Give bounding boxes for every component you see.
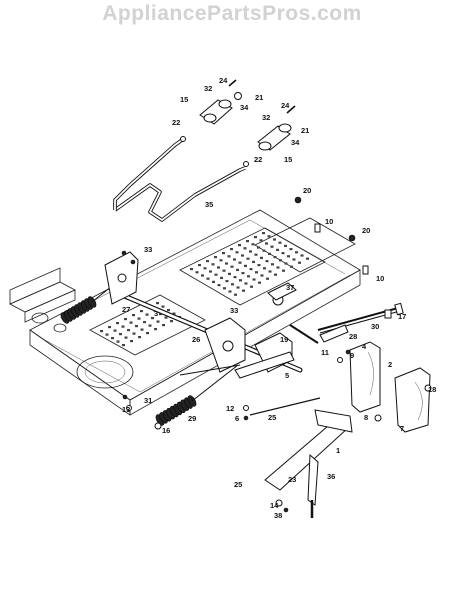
callout-18: 18 <box>428 385 436 394</box>
callout-2: 2 <box>388 360 392 369</box>
upper-pivot-left <box>180 79 242 142</box>
callout-8: 8 <box>364 413 368 422</box>
deck-cutouts <box>31 312 134 389</box>
lift-handle <box>113 138 246 222</box>
link-5 <box>234 351 295 379</box>
callout-4: 4 <box>362 342 367 351</box>
callout-21-2: 21 <box>301 126 309 135</box>
callout-12: 12 <box>226 404 234 413</box>
control-lever <box>264 409 353 518</box>
hardware <box>121 196 432 430</box>
callout-10-2: 10 <box>376 274 384 283</box>
callout-36: 36 <box>327 472 335 481</box>
callout-24-2: 24 <box>281 101 290 110</box>
callout-10-1: 10 <box>325 217 333 226</box>
callout-16: 16 <box>162 426 170 435</box>
callout-34-2: 34 <box>291 138 300 147</box>
callout-6: 6 <box>235 414 239 423</box>
callout-38: 38 <box>274 511 282 520</box>
callout-27: 27 <box>122 305 130 314</box>
callout-35: 35 <box>205 200 213 209</box>
callout-13: 13 <box>122 405 130 414</box>
control-plate-left <box>349 341 381 413</box>
callout-20-1: 20 <box>303 186 311 195</box>
callout-33-2: 33 <box>230 306 238 315</box>
callout-31: 31 <box>144 396 152 405</box>
callout-23: 23 <box>288 475 296 484</box>
callout-11: 11 <box>321 348 329 357</box>
callout-21-1: 21 <box>255 93 263 102</box>
rod-30 <box>317 302 404 343</box>
callout-17: 17 <box>398 312 406 321</box>
callout-15-1: 15 <box>180 95 188 104</box>
callout-30: 30 <box>371 322 379 331</box>
callout-34-1: 34 <box>240 103 249 112</box>
callout-37: 37 <box>286 283 294 292</box>
control-plate-right <box>394 367 431 433</box>
upper-pivot-right <box>243 105 296 167</box>
callout-3: 3 <box>154 309 158 318</box>
callout-14: 14 <box>270 501 279 510</box>
watermark: AppliancePartsPros.com <box>102 2 362 25</box>
callout-33-1: 33 <box>144 245 152 254</box>
callout-22-1: 22 <box>172 118 180 127</box>
callout-19: 19 <box>280 335 288 344</box>
callout-29: 29 <box>188 414 196 423</box>
callout-32-1: 32 <box>204 84 212 93</box>
callout-1: 1 <box>336 446 340 455</box>
callout-28: 28 <box>349 332 357 341</box>
callout-24-1: 24 <box>219 76 228 85</box>
bracket-27 <box>104 251 139 305</box>
spring-rear <box>155 364 239 426</box>
callout-7: 7 <box>400 424 404 433</box>
callout-20-2: 20 <box>362 226 370 235</box>
callout-15-2: 15 <box>284 155 292 164</box>
callout-labels: 1234567891010111213141515161718192020212… <box>122 76 436 520</box>
callout-32-2: 32 <box>262 113 270 122</box>
callout-25-1: 25 <box>268 413 276 422</box>
callout-5: 5 <box>285 371 289 380</box>
callout-22-2: 22 <box>254 155 262 164</box>
callout-26: 26 <box>192 335 200 344</box>
callout-9: 9 <box>350 351 354 360</box>
callout-25-2: 25 <box>234 480 242 489</box>
rod-25 <box>249 397 321 416</box>
